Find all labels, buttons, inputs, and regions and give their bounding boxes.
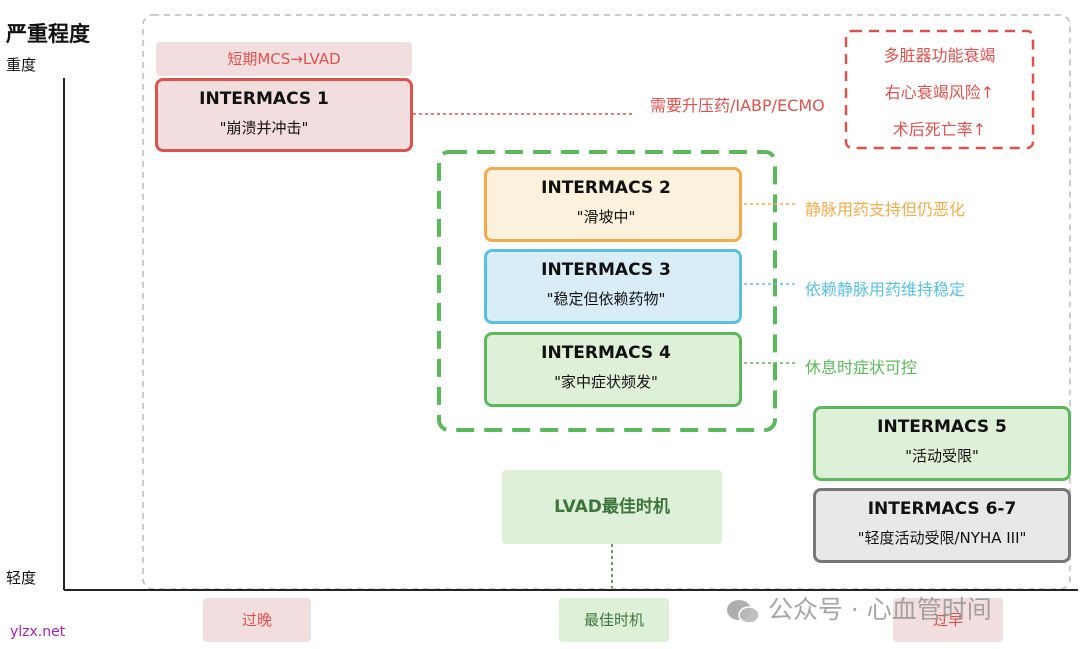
x-tag-too-early: 过早 — [893, 598, 1003, 642]
lvad-best-timing: LVAD最佳时机 — [502, 470, 722, 544]
note-level1: 需要升压药/IABP/ECMO — [650, 96, 825, 115]
level-name: INTERMACS 3 — [541, 260, 671, 280]
level-name: INTERMACS 1 — [199, 89, 329, 109]
intermacs-6-7-box: INTERMACS 6-7 "轻度活动受限/NYHA III" — [813, 488, 1071, 563]
lvad-window-frame — [437, 150, 777, 432]
watermark: 公众号 · 心血管时间 — [726, 590, 992, 626]
level-desc: "滑坡中" — [576, 208, 636, 226]
x-tag-too-late: 过晚 — [203, 598, 311, 642]
outer-frame — [142, 14, 1071, 590]
watermark-text: 公众号 · 心血管时间 — [767, 595, 992, 624]
note-level3: 依赖静脉用药维持稳定 — [805, 280, 966, 299]
level-name: INTERMACS 5 — [877, 417, 1007, 437]
level-desc: "家中症状频发" — [554, 373, 658, 391]
risk-item: 术后死亡率↑ — [892, 120, 987, 139]
risk-box: 多脏器功能衰竭 右心衰竭风险↑ 术后死亡率↑ — [846, 37, 1033, 148]
intermacs-5-box: INTERMACS 5 "活动受限" — [813, 406, 1071, 481]
level-desc: "轻度活动受限/NYHA III" — [857, 529, 1027, 547]
level-desc: "稳定但依赖药物" — [546, 290, 666, 308]
level-name: INTERMACS 4 — [541, 343, 671, 363]
level-name: INTERMACS 6-7 — [867, 499, 1017, 519]
short-mcs-tag: 短期MCS→LVAD — [156, 42, 412, 76]
risk-box-frame — [844, 29, 1035, 150]
wechat-icon — [726, 599, 760, 624]
x-tag-best: 最佳时机 — [559, 598, 669, 642]
intermacs-4-box: INTERMACS 4 "家中症状频发" — [484, 332, 742, 407]
note-level4: 休息时症状可控 — [805, 358, 918, 377]
level-desc: "活动受限" — [905, 447, 979, 465]
intermacs-3-box: INTERMACS 3 "稳定但依赖药物" — [484, 249, 742, 324]
y-axis-title: 严重程度 — [6, 22, 90, 46]
intermacs-1-box: INTERMACS 1 "崩溃并冲击" — [155, 78, 413, 152]
intermacs-2-box: INTERMACS 2 "滑坡中" — [484, 167, 742, 242]
level-desc: "崩溃并冲击" — [219, 119, 309, 137]
risk-item: 多脏器功能衰竭 — [883, 46, 996, 65]
site-label: ylzx.net — [10, 624, 66, 640]
risk-item: 右心衰竭风险↑ — [884, 83, 995, 102]
y-axis-bottom-label: 轻度 — [6, 569, 37, 587]
y-axis-top-label: 重度 — [6, 56, 37, 74]
note-level2: 静脉用药支持但仍恶化 — [805, 200, 966, 219]
level-name: INTERMACS 2 — [541, 178, 671, 198]
